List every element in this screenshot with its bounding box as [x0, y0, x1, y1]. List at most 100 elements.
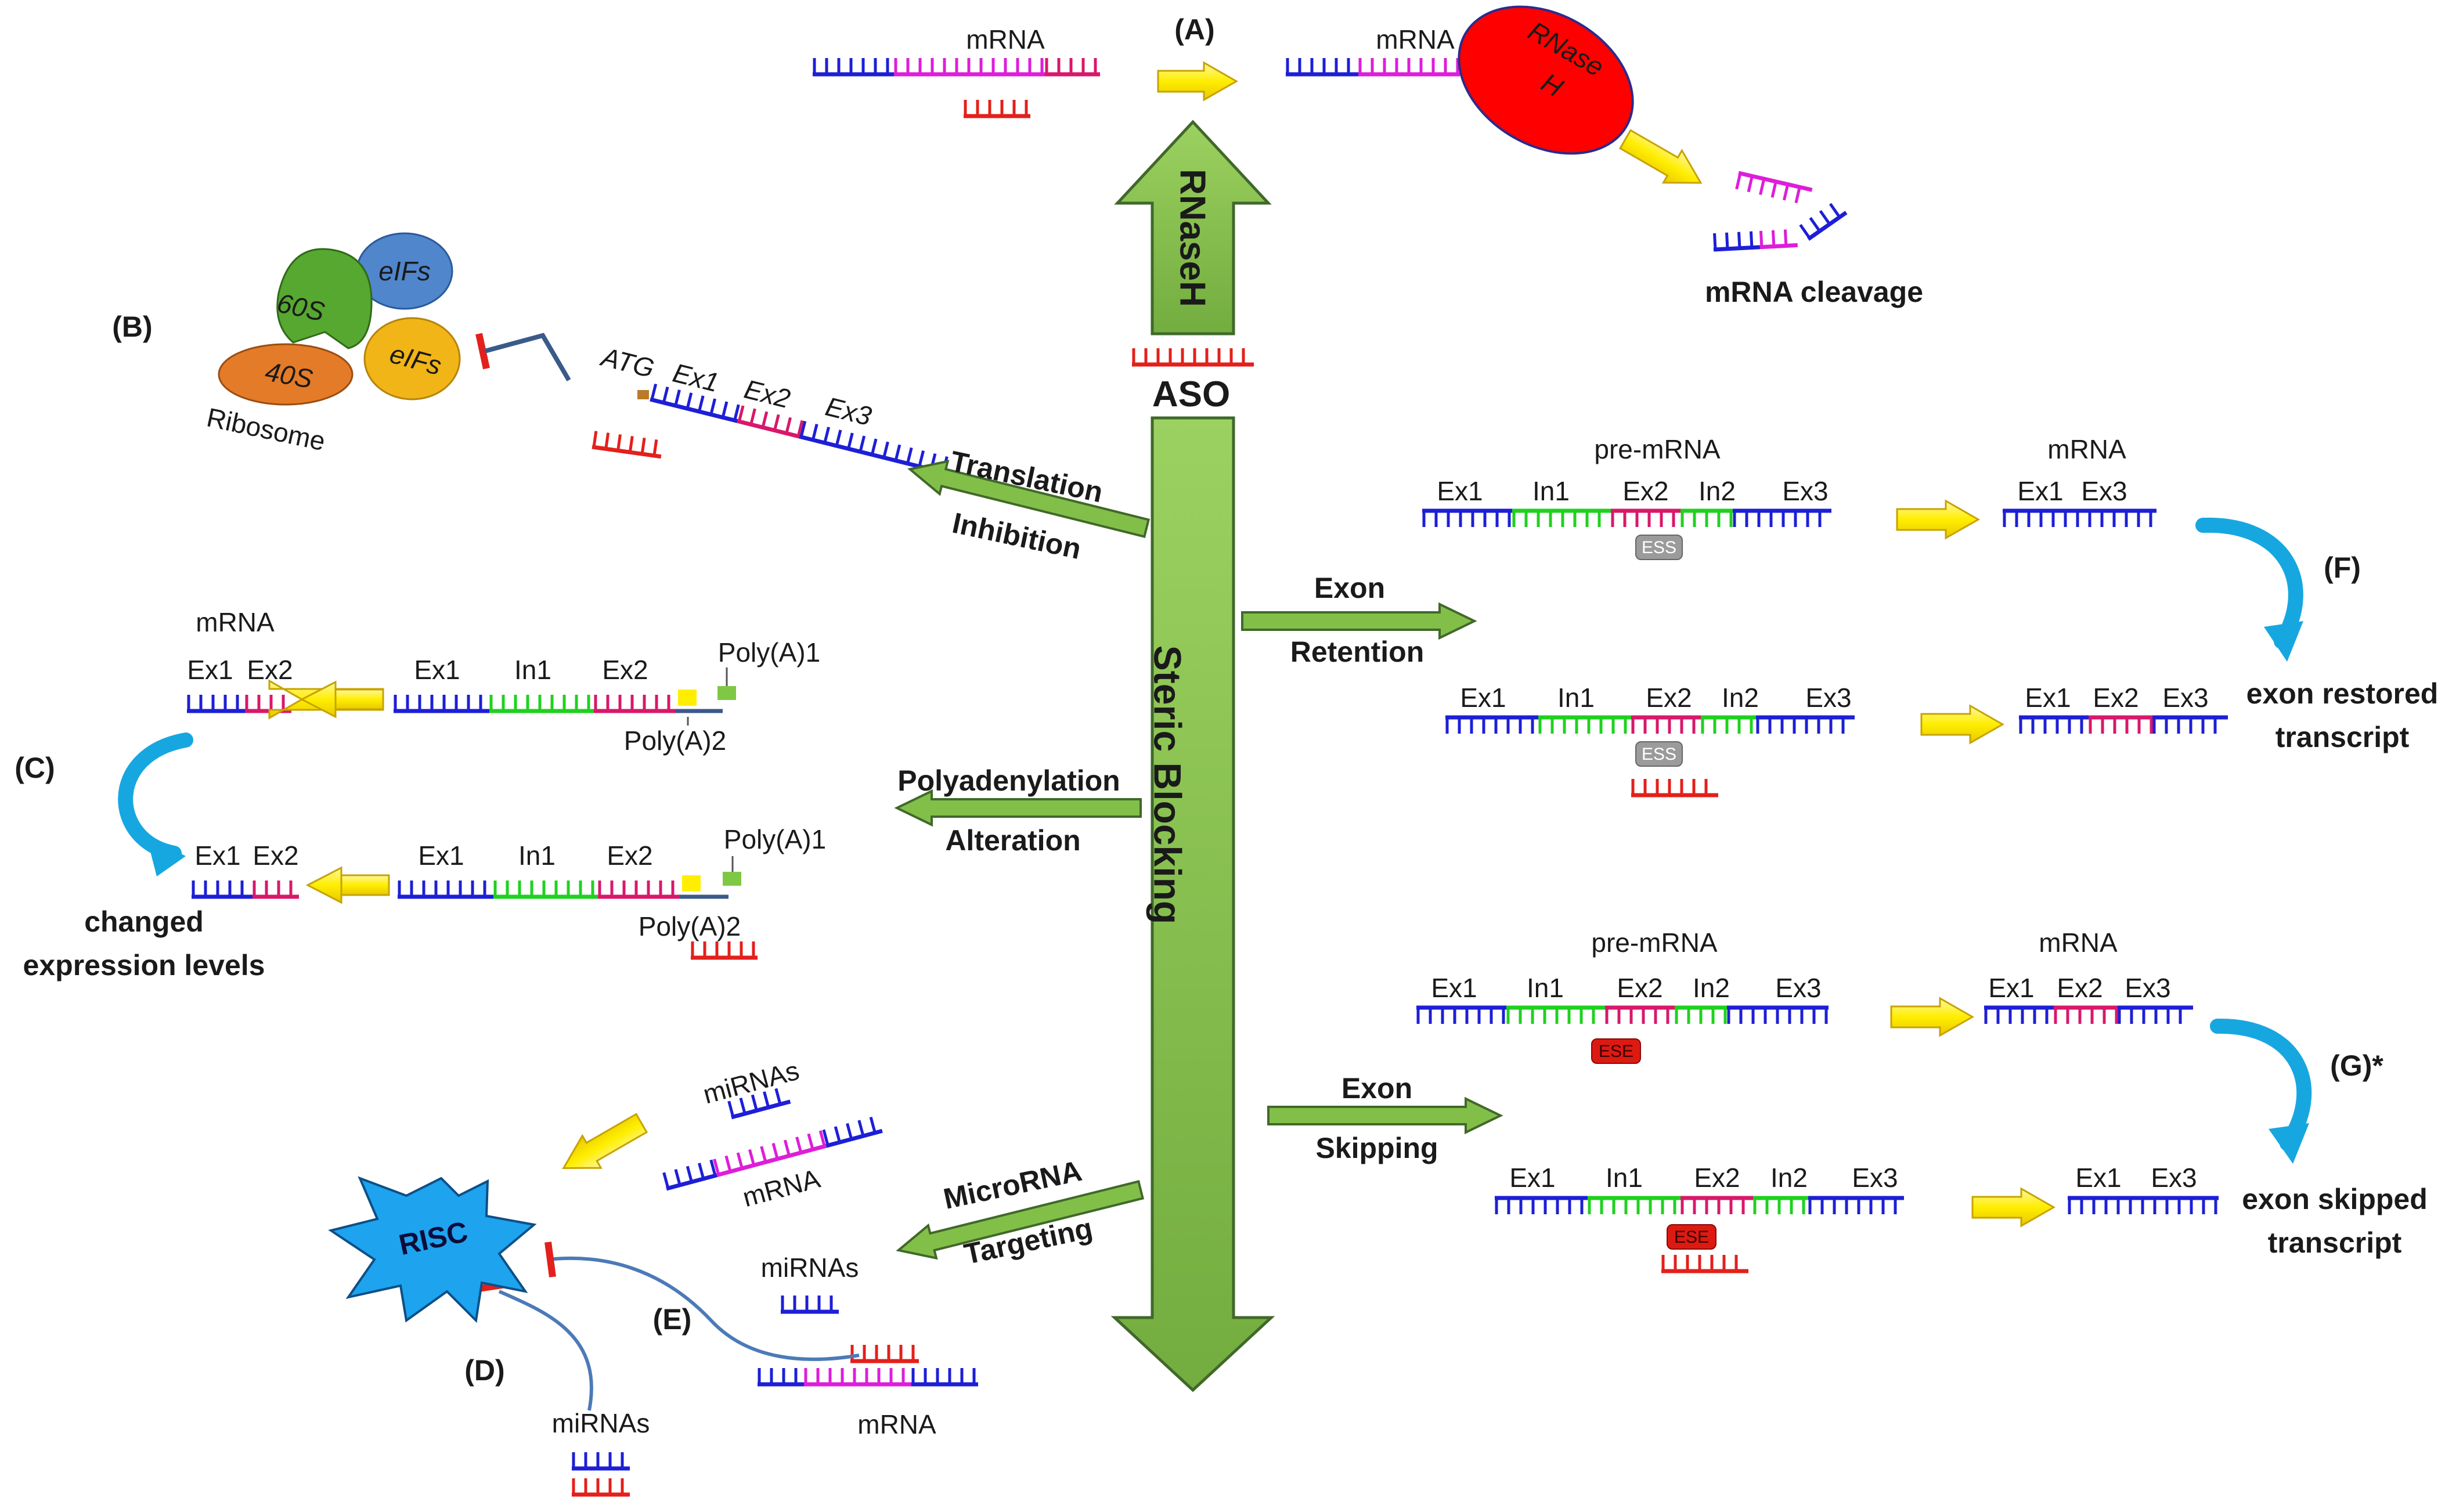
a-fragment-3	[1799, 203, 1848, 241]
c-pre1-ex1: Ex1	[414, 655, 460, 685]
strand-base	[761, 411, 769, 428]
f-bot-in2: In2	[1722, 683, 1759, 713]
a-fragment-1	[1735, 171, 1813, 204]
ess-badge-bottom: ESS	[1635, 741, 1683, 767]
strand-base	[713, 1159, 720, 1175]
strand-base	[751, 1094, 758, 1112]
strand-base	[774, 1088, 782, 1105]
yellow-arrow-shape	[1920, 704, 2005, 745]
f-pre-mrna-label: pre-mRNA	[1594, 434, 1721, 464]
steric-blocking-down-arrow	[1110, 416, 1275, 1392]
strand-base	[835, 430, 842, 446]
green-arrow-shape	[907, 460, 1151, 538]
b-aso	[592, 431, 662, 459]
g-yellow-arrow-top	[1890, 997, 1975, 1037]
panel-d-tag: (D)	[464, 1354, 504, 1387]
strand-backbone	[716, 1143, 827, 1178]
c-pre1-ex2: Ex2	[602, 655, 648, 685]
f-premrna-top	[1422, 508, 1831, 527]
atg-label: ATG	[597, 341, 657, 383]
g-yellow-arrow-bottom	[1971, 1187, 2056, 1228]
strand-base	[1783, 229, 1788, 246]
g-premrna-bottom	[1495, 1196, 1904, 1214]
strand-base	[1783, 184, 1790, 201]
g-mrna-label: mRNA	[2039, 928, 2118, 958]
mrna-top-label: mRNA	[740, 1163, 824, 1213]
a-yellow-arrow-2	[1618, 129, 1703, 184]
c-mrna-bottom	[192, 881, 299, 899]
b-ex2-label: Ex2	[741, 374, 793, 414]
curved-arrow-body	[2210, 1018, 2312, 1151]
exon-retention-label-1: Exon	[1314, 572, 1385, 604]
risc-starburst	[328, 1176, 537, 1323]
ess-badge-top-text: ESS	[1642, 538, 1676, 557]
strand-base	[807, 1133, 814, 1150]
strand-base	[1799, 223, 1811, 239]
strand-base	[736, 1152, 744, 1169]
ese-badge-top-text: ESE	[1599, 1042, 1633, 1061]
strand-base	[709, 398, 716, 415]
center-aso	[1132, 348, 1254, 367]
f-green-arrow	[1241, 602, 1477, 640]
strand-base	[822, 1129, 830, 1146]
strand-base	[674, 389, 681, 406]
g-top-ex2: Ex2	[1617, 973, 1663, 1003]
strand-base	[1770, 181, 1777, 198]
strand-base	[847, 432, 854, 449]
eifs-top-label: eIFs	[378, 256, 430, 286]
mrna-bottom-label: mRNA	[857, 1409, 936, 1439]
f-top-ex3: Ex3	[1782, 476, 1828, 506]
green-arrow-shape	[1267, 1096, 1503, 1135]
strand-base	[1794, 186, 1801, 204]
arrows-layer	[118, 61, 2312, 1260]
strand-base	[870, 438, 878, 455]
c-green-arrow	[894, 789, 1142, 827]
curved-arrow-body	[2195, 517, 2303, 649]
a-yellow-arrow-1	[1157, 61, 1239, 102]
exon-skipping-label-1: Exon	[1341, 1072, 1412, 1105]
curved-arrow-head	[2269, 1123, 2309, 1164]
strand-base	[697, 395, 705, 412]
strand-backbone	[1806, 211, 1848, 241]
strand-base	[771, 1143, 779, 1160]
de-block-bar-e	[544, 1242, 556, 1278]
g-bot-mrna-ex1: Ex1	[2075, 1163, 2121, 1193]
strand-base	[604, 432, 610, 449]
c-pre2-polya1: Poly(A)1	[724, 824, 826, 854]
mirnas-mid-label: miRNAs	[761, 1253, 859, 1283]
g-curved-arrow	[2210, 1018, 2312, 1164]
g-bot-in1: In1	[1606, 1163, 1643, 1193]
green-arrow-shape	[894, 789, 1142, 827]
strand-base	[783, 1139, 791, 1156]
b-green-arrow	[907, 460, 1151, 538]
strand-base	[763, 1091, 770, 1108]
strand-base	[662, 387, 669, 403]
strand-base	[724, 1155, 732, 1172]
c-pre1-polya2: Poly(A)2	[624, 726, 726, 756]
f-yellow-arrow-top	[1896, 499, 1981, 540]
c-polya2-marker-top	[678, 690, 697, 706]
polyadenylation-label: Polyadenylation	[897, 764, 1120, 797]
g-aso	[1661, 1255, 1748, 1273]
strand-base	[785, 417, 792, 434]
g-premrna-top	[1416, 1005, 1829, 1024]
green-arrow-shape	[896, 1180, 1145, 1260]
panel-e-tag: (E)	[653, 1303, 692, 1336]
yellow-arrow-shape	[1971, 1187, 2056, 1228]
c-pre1-in1: In1	[514, 655, 551, 685]
c-curved-arrow	[118, 732, 193, 876]
strand-base	[737, 405, 745, 422]
g-top-ex1: Ex1	[1431, 973, 1477, 1003]
c-polya1-marker-top	[717, 686, 736, 700]
strand-base	[733, 404, 740, 421]
g-top-in1: In1	[1527, 973, 1564, 1003]
f-premrna-bottom	[1445, 715, 1855, 734]
a-mrna-left	[813, 58, 1100, 77]
c-top-ex1: Ex1	[187, 655, 233, 685]
f-bot-mrna-ex2: Ex2	[2093, 683, 2139, 713]
changed-label: changed	[84, 905, 204, 938]
f-top-ex1: Ex1	[1437, 476, 1483, 506]
panel-f-tag: (F)	[2324, 551, 2361, 584]
f-mrna-top	[2003, 508, 2156, 527]
